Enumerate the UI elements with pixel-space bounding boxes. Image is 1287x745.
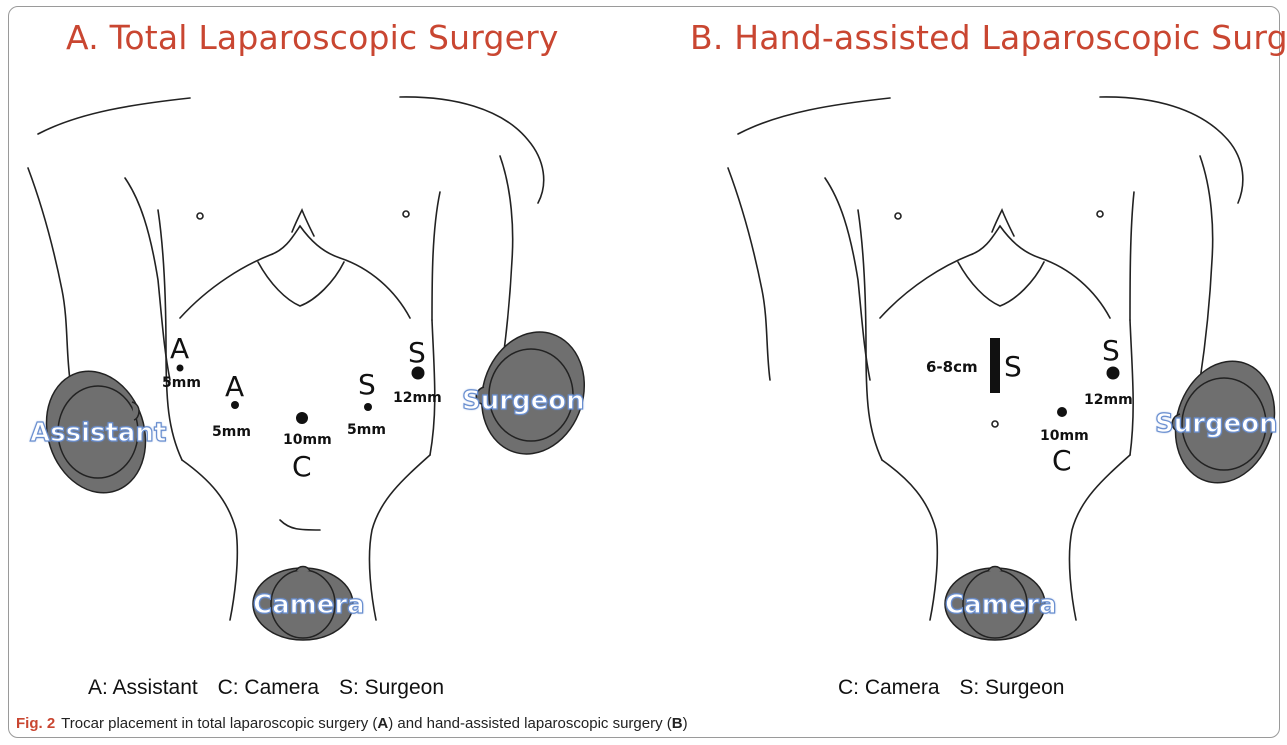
legend-a-camera: C: Camera [218,676,320,699]
figure-caption: Fig. 2 Trocar placement in total laparosc… [16,715,688,732]
role-surgeon-label-b: Surgeon [1155,409,1278,439]
legend-b-surgeon: S: Surgeon [959,676,1064,699]
caption-ref-a: A [377,715,388,732]
legend-a: A: Assistant C: Camera S: Surgeon [88,676,458,700]
role-surgeon-label: Surgeon [462,386,585,416]
role-camera-label-b: Camera [945,590,1057,620]
panel-a: A. Total Laparoscopic Surgery [0,0,640,690]
role-heads-a [0,0,640,690]
caption-text-3: ) [683,715,688,732]
legend-b: C: Camera S: Surgeon [838,676,1078,700]
role-heads-b [640,0,1287,690]
role-assistant-label: Assistant [30,418,166,448]
legend-a-assistant: A: Assistant [88,676,198,699]
legend-b-camera: C: Camera [838,676,940,699]
caption-fig-label: Fig. 2 [16,715,55,732]
caption-text-1: Trocar placement in total laparoscopic s… [61,715,377,732]
caption-ref-b: B [672,715,683,732]
panel-b: B. Hand-assisted Laparoscopic Surgery 6-… [640,0,1287,690]
legend-a-surgeon: S: Surgeon [339,676,444,699]
role-camera-label: Camera [253,590,365,620]
caption-text-2: ) and hand-assisted laparoscopic surgery… [388,715,671,732]
